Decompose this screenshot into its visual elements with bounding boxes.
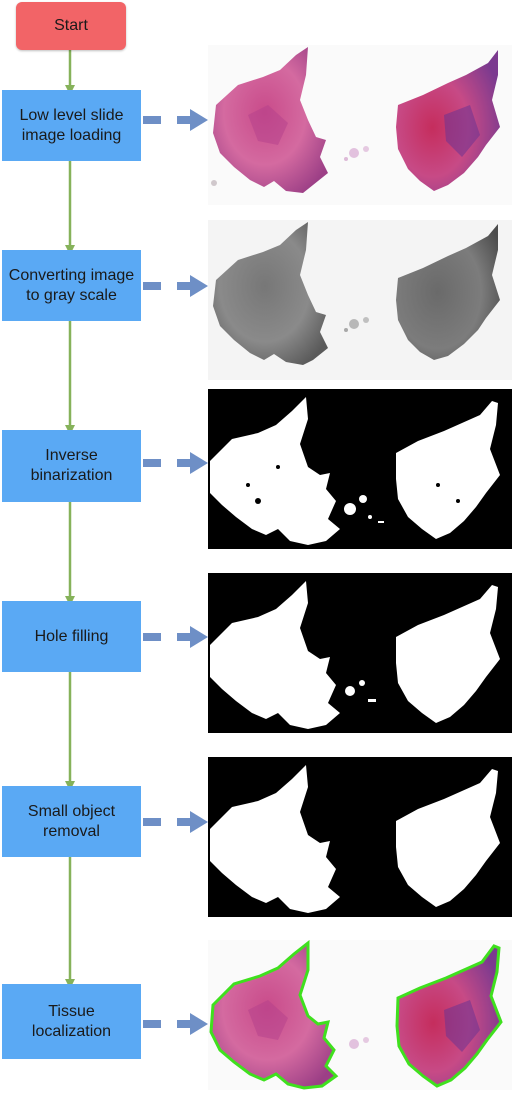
step-gray-scale: Converting image to gray scale	[2, 250, 141, 321]
step-tissue-localization: Tissue localization	[2, 984, 141, 1059]
step-label: Inverse binarization	[30, 447, 113, 484]
result-arrow	[143, 811, 208, 833]
filled-mask-image	[208, 573, 512, 733]
start-node: Start	[16, 2, 126, 50]
tissue-grayscale-image	[208, 220, 512, 380]
tissue-color-image	[208, 45, 512, 205]
start-label: Start	[54, 17, 88, 34]
step-label: Small object removal	[27, 802, 116, 840]
step-label: Converting image to gray scale	[8, 266, 135, 304]
localized-tissue-image	[208, 940, 512, 1090]
result-arrow	[143, 109, 208, 131]
step-image-loading: Low level slide image loading	[2, 90, 141, 161]
step-label: Low level slide image loading	[19, 106, 124, 144]
result-arrow	[143, 626, 208, 648]
step-inverse-binarization: Inverse binarization	[2, 430, 141, 502]
result-arrow	[143, 1013, 208, 1035]
binary-mask-image	[208, 389, 512, 549]
step-label: Tissue localization	[31, 1002, 112, 1040]
step-label: Hole filling	[34, 627, 109, 645]
clean-mask-image	[208, 757, 512, 917]
result-arrow	[143, 452, 208, 474]
result-arrow	[143, 275, 208, 297]
step-small-object-removal: Small object removal	[2, 786, 141, 857]
step-hole-filling: Hole filling	[2, 601, 141, 672]
